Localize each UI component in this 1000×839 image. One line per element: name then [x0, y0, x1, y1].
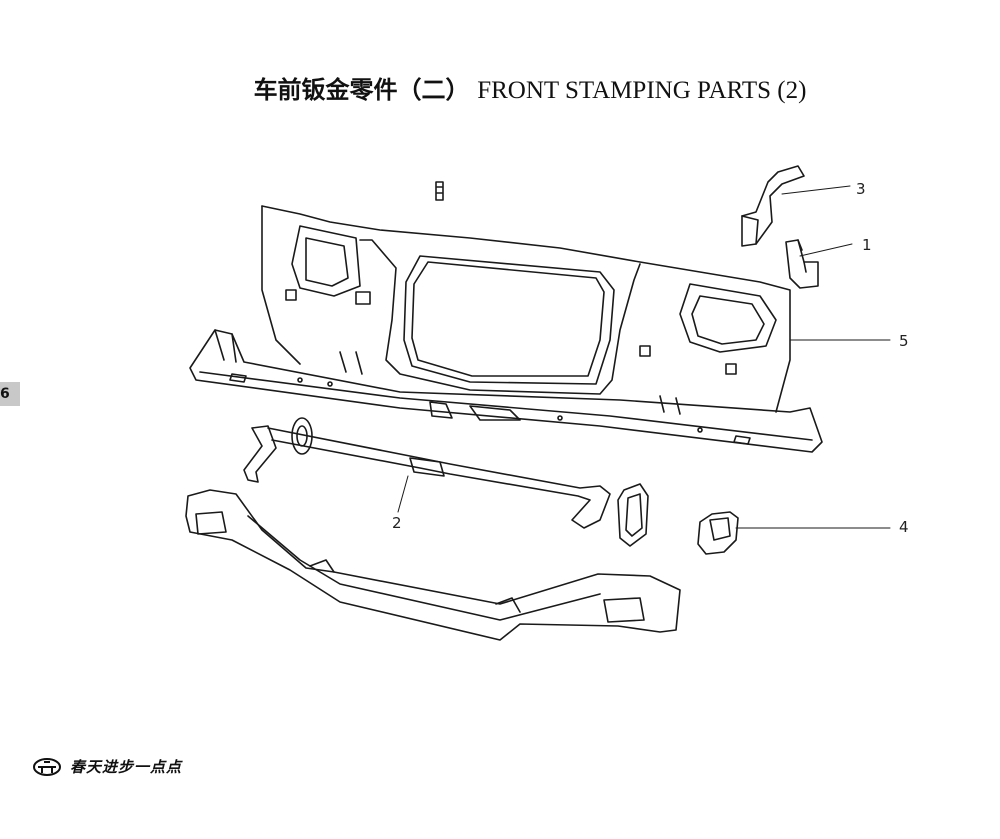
- page-title-en: FRONT STAMPING PARTS (2): [477, 77, 807, 104]
- great-wall-logo-icon: [33, 757, 61, 776]
- footer-brand-text: 春天进步一点点: [70, 758, 183, 776]
- lower-crossmember-part: [185, 489, 681, 641]
- callout-5: 5: [899, 332, 909, 350]
- leader-line-1: [799, 243, 853, 257]
- tube-part-2: [243, 417, 611, 529]
- grommet-part: [617, 483, 649, 547]
- page-title-zh: 车前钣金零件（二）: [253, 76, 470, 104]
- callout-3: 3: [856, 180, 866, 198]
- bracket-part-3: [741, 165, 805, 247]
- leader-line-3: [781, 185, 851, 195]
- callout-2: 2: [392, 514, 402, 532]
- bracket-part-1: [785, 239, 819, 289]
- small-clip-part: [435, 181, 444, 201]
- callout-4: 4: [899, 518, 909, 536]
- callout-1: 1: [862, 236, 872, 254]
- leader-line-2: [397, 475, 409, 513]
- page-title: 车前钣金零件（二） FRONT STAMPING PARTS (2): [0, 70, 1000, 105]
- leader-lines: [397, 185, 891, 529]
- footer-brand: 春天进步一点点: [32, 756, 182, 777]
- clip-part-4: [697, 511, 739, 555]
- radiator-support-panel-part-5: [189, 205, 823, 453]
- page-number-tab: 6: [0, 382, 20, 406]
